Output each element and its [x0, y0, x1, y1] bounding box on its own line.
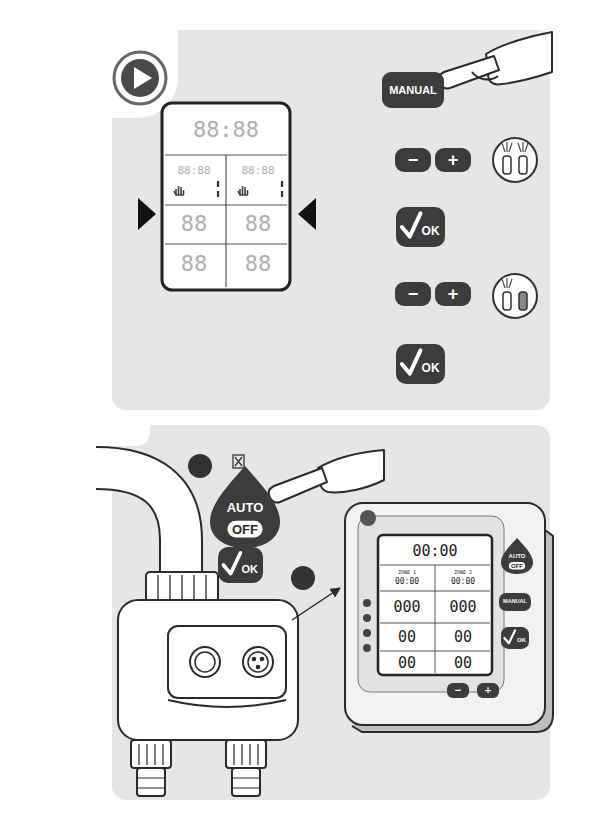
- minus-button: −: [395, 282, 431, 306]
- button-label: AUTO: [227, 501, 264, 514]
- button-label: +: [448, 285, 459, 303]
- play-icon: [114, 52, 166, 104]
- pointer-triangle: [298, 198, 316, 230]
- button-label: OK: [422, 225, 440, 237]
- button-label: OFF: [232, 523, 258, 536]
- button-label: OK: [422, 362, 440, 374]
- manual-button: MANUAL: [382, 72, 444, 108]
- minus-button: −: [447, 683, 469, 698]
- button-label: OK: [517, 637, 526, 643]
- lcd-digits: 88: [245, 213, 272, 235]
- button-label: MANUAL: [389, 85, 437, 96]
- lcd-digits: 88: [245, 253, 272, 275]
- lcd-digits: 88: [181, 213, 208, 235]
- ok-button: OK: [501, 627, 529, 649]
- control-unit: [345, 503, 553, 732]
- lcd-digits: 00: [398, 630, 416, 645]
- lcd-digits: 00:00: [451, 578, 475, 586]
- hourglass-icon: [233, 455, 244, 468]
- step-marker: [291, 566, 315, 590]
- button-label: −: [408, 151, 419, 169]
- step-panel: [112, 30, 550, 410]
- ok-button: OK: [396, 344, 445, 384]
- lcd-display: 88:88 88:88 88:88 88 88 88 88: [162, 103, 290, 290]
- lcd-digits: 00: [398, 656, 416, 671]
- sprinkler-icon: [493, 138, 537, 182]
- plus-button: +: [477, 683, 499, 698]
- device-screen: 00:00ZONE 1ZONE 200:0000:000000000000000…: [378, 535, 492, 675]
- lcd-digits: ZONE 1: [398, 570, 416, 575]
- lcd-digits: ZONE 2: [454, 570, 472, 575]
- lcd-digits: 88:88: [177, 165, 210, 176]
- lcd-digits: 00: [454, 630, 472, 645]
- button-label: +: [485, 685, 491, 696]
- button-label: OFF: [511, 563, 523, 569]
- sprinkler-icon: [493, 274, 537, 318]
- plus-button: +: [435, 282, 471, 306]
- lcd-digits: 88:88: [241, 165, 274, 176]
- button-label: AUTO: [509, 553, 526, 559]
- pressing-hand: [269, 450, 384, 503]
- pressing-hand: [439, 32, 552, 89]
- ok-button: OK: [396, 207, 445, 247]
- button-label: +: [448, 151, 459, 169]
- step-marker: [188, 454, 212, 478]
- button-label: −: [408, 285, 419, 303]
- play-icon: [121, 59, 159, 97]
- button-label: OK: [242, 563, 259, 574]
- lcd-digits: 00:00: [395, 578, 419, 586]
- lcd-digits: 00: [454, 656, 472, 671]
- plus-button: +: [435, 148, 471, 172]
- ok-button: OK: [218, 547, 263, 583]
- manual-button: MANUAL: [499, 593, 531, 611]
- pointer-triangle: [138, 198, 156, 230]
- pointer-arrow: [292, 588, 340, 620]
- button-label: MANUAL: [503, 599, 527, 605]
- lcd-digits: 00:00: [412, 544, 457, 559]
- lcd-digits: 000: [393, 600, 420, 615]
- lcd-digits: 88: [181, 253, 208, 275]
- lcd-digits: 000: [449, 600, 476, 615]
- play-icon: [134, 67, 152, 89]
- panel-notch: [100, 418, 150, 446]
- button-label: −: [455, 685, 461, 696]
- auto-off-button: AUTO OFF: [501, 538, 533, 574]
- minus-button: −: [395, 148, 431, 172]
- auto-off-button: AUTO OFF: [210, 466, 280, 548]
- lcd-digits: 88:88: [193, 119, 259, 141]
